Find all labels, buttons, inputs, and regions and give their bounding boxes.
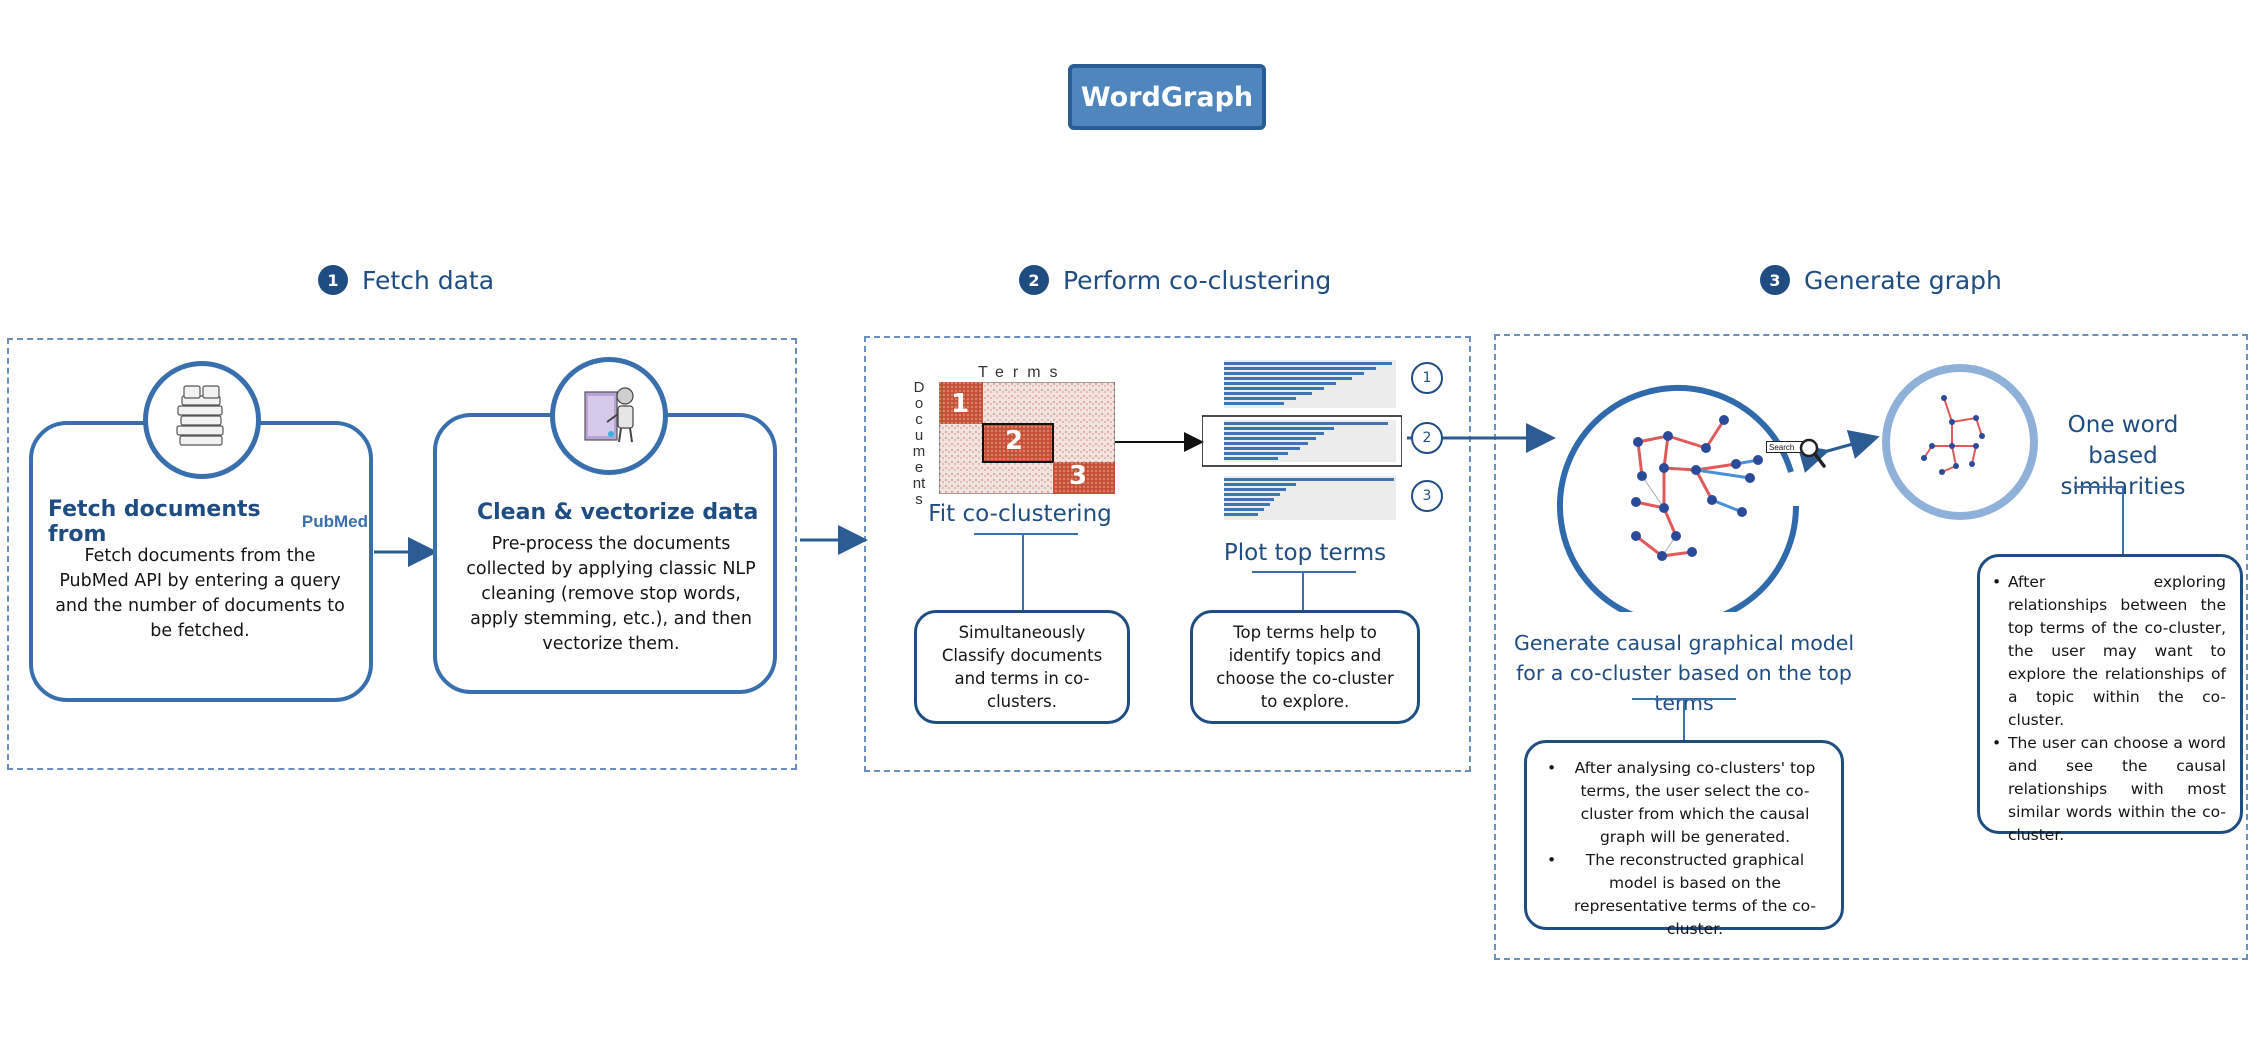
coclustering-heatmap bbox=[939, 382, 1115, 494]
step-number: 1 bbox=[318, 265, 348, 295]
graph-panel bbox=[1494, 334, 2248, 960]
heatmap-block-label: 2 bbox=[1005, 426, 1024, 456]
connector-line bbox=[1632, 698, 1736, 700]
magnifier-icon[interactable] bbox=[1798, 436, 1828, 472]
step-label: Perform co-clustering bbox=[1063, 265, 1332, 295]
fetch-title-row: Fetch documents from PubMed bbox=[48, 497, 368, 547]
clean-title: Clean & vectorize data bbox=[477, 500, 759, 525]
similarities-bullet: •The user can choose a word and see the … bbox=[1992, 734, 2226, 844]
causal-graph-note: •After analysing co-clusters' top terms,… bbox=[1524, 740, 1844, 938]
causal-graph-title: Generate causal graphical model for a co… bbox=[1513, 631, 1855, 715]
pubmed-logo: PubMed bbox=[301, 512, 368, 531]
connector-line bbox=[974, 533, 1078, 535]
connector-line bbox=[1683, 700, 1685, 742]
step-number: 2 bbox=[1019, 265, 1049, 295]
fetch-description: Fetch documents from the PubMed API by e… bbox=[55, 546, 345, 641]
causal-graph-bullet: •After analysing co-clusters' top terms,… bbox=[1547, 759, 1816, 846]
connector-line bbox=[1022, 535, 1024, 611]
fetch-panel bbox=[7, 338, 797, 770]
fit-coclustering-title: Fit co-clustering bbox=[928, 501, 1112, 527]
cocluster-number-badge: 2 bbox=[1411, 422, 1443, 454]
bullet-text: The user can choose a word and see the c… bbox=[2008, 734, 2226, 844]
connector-line bbox=[2122, 486, 2124, 556]
step-label: Generate graph bbox=[1804, 265, 2002, 295]
similarities-note: •After exploring relationships between t… bbox=[1977, 554, 2243, 844]
clean-description: Pre-process the documents collected by a… bbox=[466, 534, 756, 654]
fetch-title: Fetch documents from bbox=[48, 497, 261, 547]
similarity-graph bbox=[1882, 364, 2038, 520]
step-number: 3 bbox=[1760, 265, 1790, 295]
heatmap-y-axis-label: Documents bbox=[912, 379, 926, 508]
bullet-text: After analysing co-clusters' top terms, … bbox=[1574, 759, 1816, 846]
fit-coclustering-note: Simultaneously Classify documents and te… bbox=[914, 610, 1130, 724]
documents-stack-icon bbox=[143, 361, 261, 479]
connector-line bbox=[1302, 573, 1304, 611]
bullet-text: After exploring relationships between th… bbox=[2008, 573, 2226, 729]
cocluster-number-badge: 3 bbox=[1411, 480, 1443, 512]
heatmap-block-label: 3 bbox=[1069, 461, 1088, 491]
top-terms-chart-2 bbox=[1202, 415, 1402, 467]
top-terms-chart-1 bbox=[1224, 360, 1396, 408]
app-title: WordGraph bbox=[1068, 64, 1266, 130]
connector-line bbox=[1252, 571, 1356, 573]
step-generate-graph: 3 Generate graph bbox=[1760, 265, 2002, 295]
step-fetch-data: 1 Fetch data bbox=[318, 265, 494, 295]
arrow-search-to-similarities bbox=[1796, 430, 1880, 473]
top-terms-chart-3 bbox=[1224, 476, 1396, 520]
heatmap-x-axis-label: Terms bbox=[978, 364, 1067, 381]
plot-top-terms-title: Plot top terms bbox=[1223, 540, 1387, 566]
step-co-clustering: 2 Perform co-clustering bbox=[1019, 265, 1331, 295]
plot-top-terms-note: Top terms help to identify topics and ch… bbox=[1190, 610, 1420, 724]
cocluster-number-badge: 1 bbox=[1411, 362, 1443, 394]
similarities-bullet: •After exploring relationships between t… bbox=[1992, 573, 2226, 729]
causal-graph-bullet: •The reconstructed graphical model is ba… bbox=[1547, 851, 1816, 938]
bullet-text: The reconstructed graphical model is bas… bbox=[1574, 851, 1816, 938]
connector-line bbox=[2074, 486, 2122, 488]
top-terms-charts bbox=[1202, 360, 1402, 520]
causal-graph bbox=[1557, 384, 1799, 612]
robot-cleaning-icon bbox=[550, 357, 668, 475]
heatmap-block-label: 1 bbox=[951, 389, 970, 419]
step-label: Fetch data bbox=[362, 265, 495, 295]
